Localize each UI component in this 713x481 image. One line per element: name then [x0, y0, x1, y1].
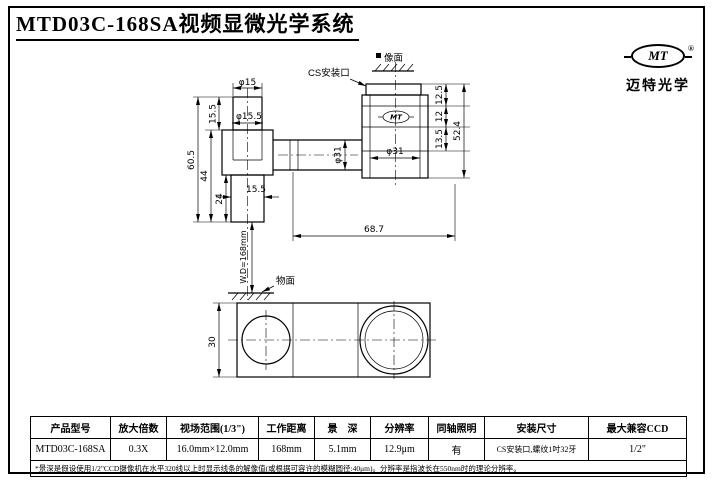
header-resolution: 分辨率 [370, 416, 429, 439]
header-magnification: 放大倍数 [110, 416, 167, 439]
spec-footnote-row: *景深是假设使用1/2"CCD摄像机在水平320线以上时显示线条的解像值(或根据… [30, 460, 687, 477]
dim-bore-15-5-label: 15.5 [246, 185, 266, 195]
cell-depth-of-field: 5.1mm [314, 438, 371, 461]
dim-60-5-label: 60.5 [187, 150, 197, 170]
cs-mount-label: CS安装口 [308, 67, 350, 79]
header-working-distance: 工作距离 [258, 416, 315, 439]
dim-24-label: 24 [215, 193, 225, 205]
dim-44-label: 44 [200, 170, 210, 182]
cell-product-model: MTD03C-168SA [30, 438, 111, 461]
cell-max-ccd: 1/2" [588, 438, 687, 461]
spec-value-row: MTD03C-168SA 0.3X 16.0mm×12.0mm 168mm 5.… [30, 438, 687, 461]
dim-68-7-label: 68.7 [364, 225, 384, 235]
spec-header-row: 产品型号 放大倍数 视场范围(1/3") 工作距离 景 深 分辨率 同轴照明 安… [30, 416, 687, 439]
dim-52-4-label: 52.4 [453, 121, 463, 141]
logo-wing-right-icon [685, 56, 692, 58]
header-max-ccd: 最大兼容CCD [588, 416, 687, 439]
cell-coaxial-illumination: 有 [428, 438, 485, 461]
front-view: MT 像面 CS安装口 物面 [221, 52, 429, 301]
dim-working-distance-label: W.D=168mm [239, 230, 248, 283]
side-view: 30 [208, 301, 438, 379]
brand-logo: MT ® [624, 44, 694, 68]
cell-mount-size: CS安装口,螺纹1吋32牙 [484, 438, 589, 461]
table-footnote: *景深是假设使用1/2"CCD摄像机在水平320线以上时显示线条的解像值(或根据… [30, 460, 687, 477]
dim-13-5-label: 13.5 [435, 129, 445, 149]
header-depth-of-field: 景 深 [314, 416, 371, 439]
mt-logo-small-text: MT [390, 114, 403, 122]
cell-field-of-view: 16.0mm×12.0mm [166, 438, 259, 461]
header-mount-size: 安装尺寸 [484, 416, 589, 439]
object-plane-label: 物面 [276, 275, 295, 287]
cs-mount-plate [365, 83, 422, 96]
dim-12-label: 12 [435, 111, 445, 122]
dim-tube-15-5-label: 15.5 [209, 104, 219, 124]
brand-registered-mark: ® [688, 44, 694, 53]
dim-phi15-label: φ15 [239, 78, 256, 88]
spec-table: 产品型号 放大倍数 视场范围(1/3") 工作距离 景 深 分辨率 同轴照明 安… [30, 416, 687, 477]
cell-working-distance: 168mm [258, 438, 315, 461]
header-product-model: 产品型号 [30, 416, 111, 439]
dim-arm-phi31-label: φ31 [334, 146, 344, 163]
dim-12-5-label: 12.5 [435, 85, 445, 105]
cell-magnification: 0.3X [110, 438, 167, 461]
front-view-dimensions: φ15 φ15.5 15.5 60.5 44 24 15.5 W.D=168mm [187, 78, 470, 293]
brand-logo-text: MT [648, 48, 668, 63]
cell-resolution: 12.9μm [370, 438, 429, 461]
image-plane-bullet-icon [376, 53, 381, 58]
brand: MT ® 迈特光学 [622, 44, 694, 95]
page-title: MTD03C-168SA视频显微光学系统 [16, 8, 359, 41]
header-field-of-view: 视场范围(1/3") [166, 416, 259, 439]
header-coaxial-illumination: 同轴照明 [428, 416, 485, 439]
image-plane-label: 像面 [384, 52, 403, 64]
dim-30-label: 30 [208, 336, 218, 348]
brand-name: 迈特光学 [626, 79, 690, 94]
dim-block-phi31-label: φ31 [386, 147, 403, 157]
dim-phi15-5-label: φ15.5 [236, 112, 262, 122]
logo-wing-left-icon [624, 56, 631, 58]
camera-adapter-outline [361, 94, 429, 179]
